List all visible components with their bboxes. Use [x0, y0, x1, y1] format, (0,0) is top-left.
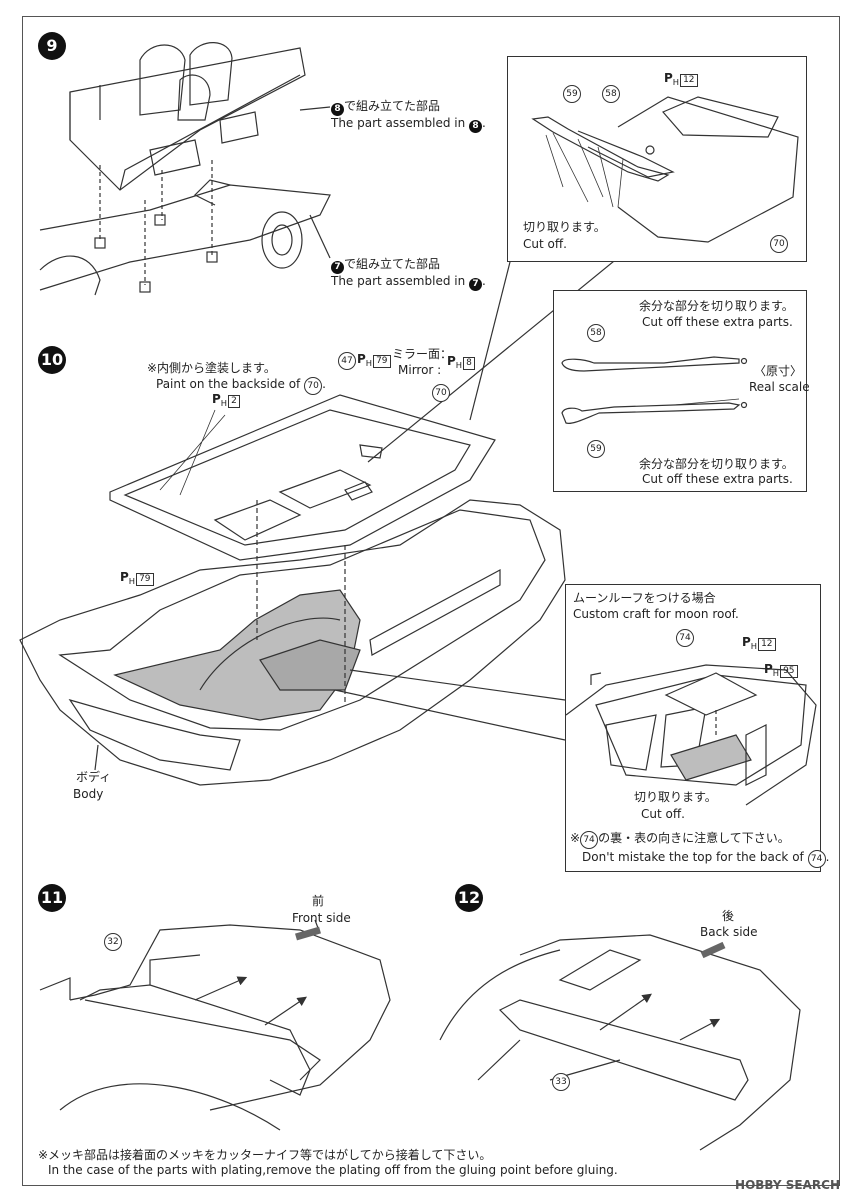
extra-parts-jp-2: 余分な部分を切り取ります。 — [639, 457, 794, 471]
moonroof-note-en: Don't mistake the top for the back of 74… — [582, 850, 829, 868]
extra-parts-en-1: Cut off these extra parts. — [642, 315, 793, 329]
moonroof-title-en: Custom craft for moon roof. — [573, 607, 739, 621]
front-bumper-drawing — [39, 919, 391, 1131]
leader-line-7 — [309, 214, 331, 259]
step9-label-b-en: The part assembled in 7. — [331, 274, 486, 291]
step-9-marker: 9 — [38, 32, 66, 60]
back-side-jp: 後 — [722, 909, 735, 923]
wiper-callout-art — [531, 96, 799, 243]
cut-off-jp: 切り取ります。 — [523, 220, 606, 234]
front-direction-arrow — [295, 926, 321, 941]
back-side-en: Back side — [700, 925, 758, 939]
plating-note-jp: ※メッキ部品は接着面のメッキをカッターナイフ等ではがしてから接着して下さい。 — [38, 1148, 492, 1162]
leader-line-8 — [299, 106, 331, 111]
roof-panel-drawing — [109, 394, 496, 561]
step-ref-8: 8 — [331, 103, 344, 116]
body-label-jp: ボディ — [76, 770, 112, 784]
part-47: 47 — [338, 352, 356, 370]
leader-wiper — [469, 261, 511, 421]
leader-mirror-scale — [367, 247, 631, 463]
real-scale-jp: 〈原寸〉 — [754, 364, 803, 378]
extra-parts-jp-1: 余分な部分を切り取ります。 — [639, 299, 794, 313]
part-58: 58 — [602, 85, 620, 103]
page-frame — [22, 16, 840, 1186]
paint-backside-en: Paint on the backside of 70. — [156, 377, 326, 395]
back-direction-arrow — [700, 941, 726, 959]
front-side-en: Front side — [292, 911, 351, 925]
leader-moonroof-2 — [334, 689, 566, 741]
watermark-logo: HOBBY SEARCH — [735, 1178, 840, 1192]
part-74: 74 — [676, 629, 694, 647]
part-59: 59 — [563, 85, 581, 103]
cut-off-en: Cut off. — [523, 237, 567, 251]
moonroof-callout-box: ムーンルーフをつける場合 Custom craft for moon roof.… — [565, 584, 829, 872]
leader-moonroof — [349, 669, 566, 701]
step-11-marker: 11 — [38, 884, 66, 912]
part-32: 32 — [104, 933, 122, 951]
moonroof-cut-en: Cut off. — [641, 807, 685, 821]
part-33: 33 — [552, 1073, 570, 1091]
step9-label-a-en: The part assembled in 8. — [331, 116, 486, 133]
real-scale-en: Real scale — [749, 380, 810, 394]
scale-callout-box: 余分な部分を切り取ります。 Cut off these extra parts.… — [553, 290, 810, 492]
car-body-drawing — [19, 499, 566, 786]
mirror-face-en: Mirror : — [398, 363, 442, 377]
step-ref-7: 7 — [331, 261, 344, 274]
plating-note-en: In the case of the parts with plating,re… — [48, 1163, 618, 1177]
chassis-drawing — [39, 179, 331, 296]
extra-parts-en-2: Cut off these extra parts. — [642, 472, 793, 486]
front-side-jp: 前 — [312, 894, 325, 908]
moonroof-cut-jp: 切り取ります。 — [634, 790, 717, 804]
part-58-scale: 58 — [587, 324, 605, 342]
part-70: 70 — [770, 235, 788, 253]
mirror-face-jp: ミラー面： — [392, 347, 453, 361]
body-label-en: Body — [73, 787, 104, 801]
step-10-marker: 10 — [38, 346, 66, 374]
part-70-roof: 70 — [432, 384, 450, 402]
moonroof-title-jp: ムーンルーフをつける場合 — [573, 591, 716, 605]
interior-tub-drawing — [69, 42, 306, 285]
paint-backside-jp: ※内側から塗装します。 — [147, 361, 276, 375]
rear-bumper-drawing — [439, 934, 801, 1151]
moonroof-art — [565, 664, 817, 806]
step-12-marker: 12 — [455, 884, 483, 912]
part-59-scale: 59 — [587, 440, 605, 458]
wiper-parts-real-scale — [561, 356, 748, 424]
